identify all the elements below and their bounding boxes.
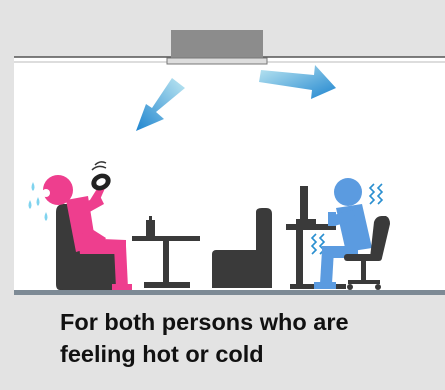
ceiling-cassette-unit-icon (167, 30, 267, 64)
caption-text: For both persons who are feeling hot or … (60, 306, 440, 370)
caption-line-2: feeling hot or cold (60, 338, 440, 370)
office-scene (0, 0, 445, 300)
floor (14, 290, 445, 295)
caption-line-1: For both persons who are (60, 306, 440, 338)
